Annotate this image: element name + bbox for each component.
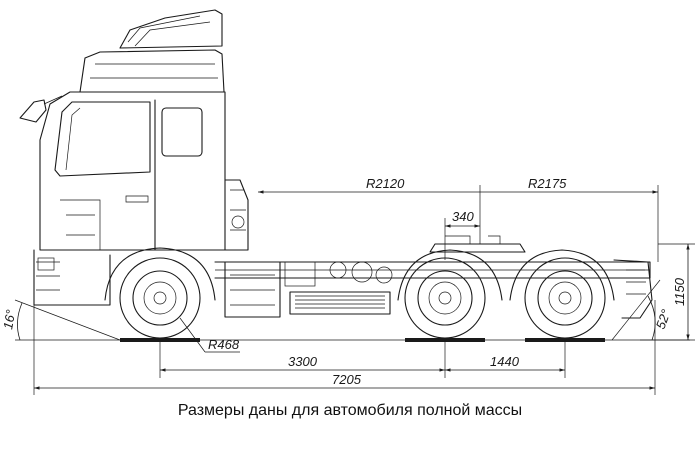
dim-fifth-wheel-height: 1150 bbox=[672, 277, 687, 306]
dim-departure-angle: 52° bbox=[653, 307, 674, 331]
dim-approach-angle: 16° bbox=[0, 309, 18, 331]
dimension-lines bbox=[14, 185, 695, 395]
dim-overall-length: 7205 bbox=[332, 372, 362, 387]
front-wheel bbox=[119, 257, 201, 339]
dim-fifth-wheel-offset: 340 bbox=[452, 209, 474, 224]
dim-tire-radius: R468 bbox=[208, 337, 240, 352]
caption-text: Размеры даны для автомобиля полной массы bbox=[177, 402, 523, 419]
truck-outline bbox=[19, 9, 653, 319]
dim-wheelbase-front: 3300 bbox=[288, 354, 318, 369]
dim-front-arc-radius: R2120 bbox=[366, 176, 405, 191]
dim-rear-axle-spacing: 1440 bbox=[490, 354, 520, 369]
dim-rear-arc-radius: R2175 bbox=[528, 176, 567, 191]
